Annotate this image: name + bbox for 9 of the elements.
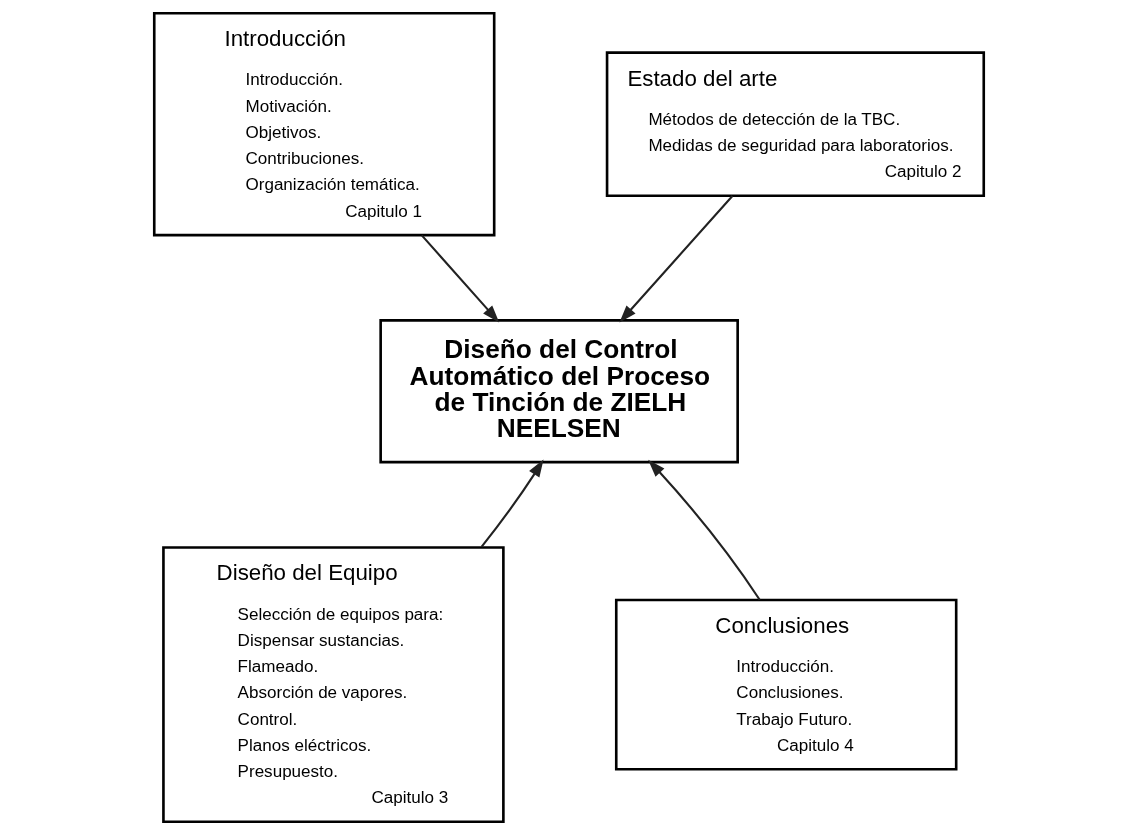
node-box: Conclusiones Introducción. Conclusiones. Trabajo Futuro. Capitulo 4	[614, 598, 957, 771]
arrow	[647, 459, 761, 601]
node-box: Estado del arte Métodos de detección de la TBC. Medidas de seguridad para laboratorios. Capitulo 2	[605, 51, 985, 197]
node-box: Introducción Introducción. Motivación. Objetivos. Contribuciones. Organización temática. Capitulo 1	[152, 11, 495, 237]
node-box: Diseño del Equipo Selección de equipos para: Dispensar sustancias. Flameado. Absorción de vapores. Control. Planos eléctricos. Presupuesto. Capitulo 3	[161, 546, 505, 824]
node-box: Diseño del Control Automático del Proceso de Tinción de ZIELH NEELSEN	[378, 319, 739, 464]
arrow	[420, 234, 499, 323]
arrow	[618, 195, 733, 323]
arrow	[480, 459, 544, 548]
